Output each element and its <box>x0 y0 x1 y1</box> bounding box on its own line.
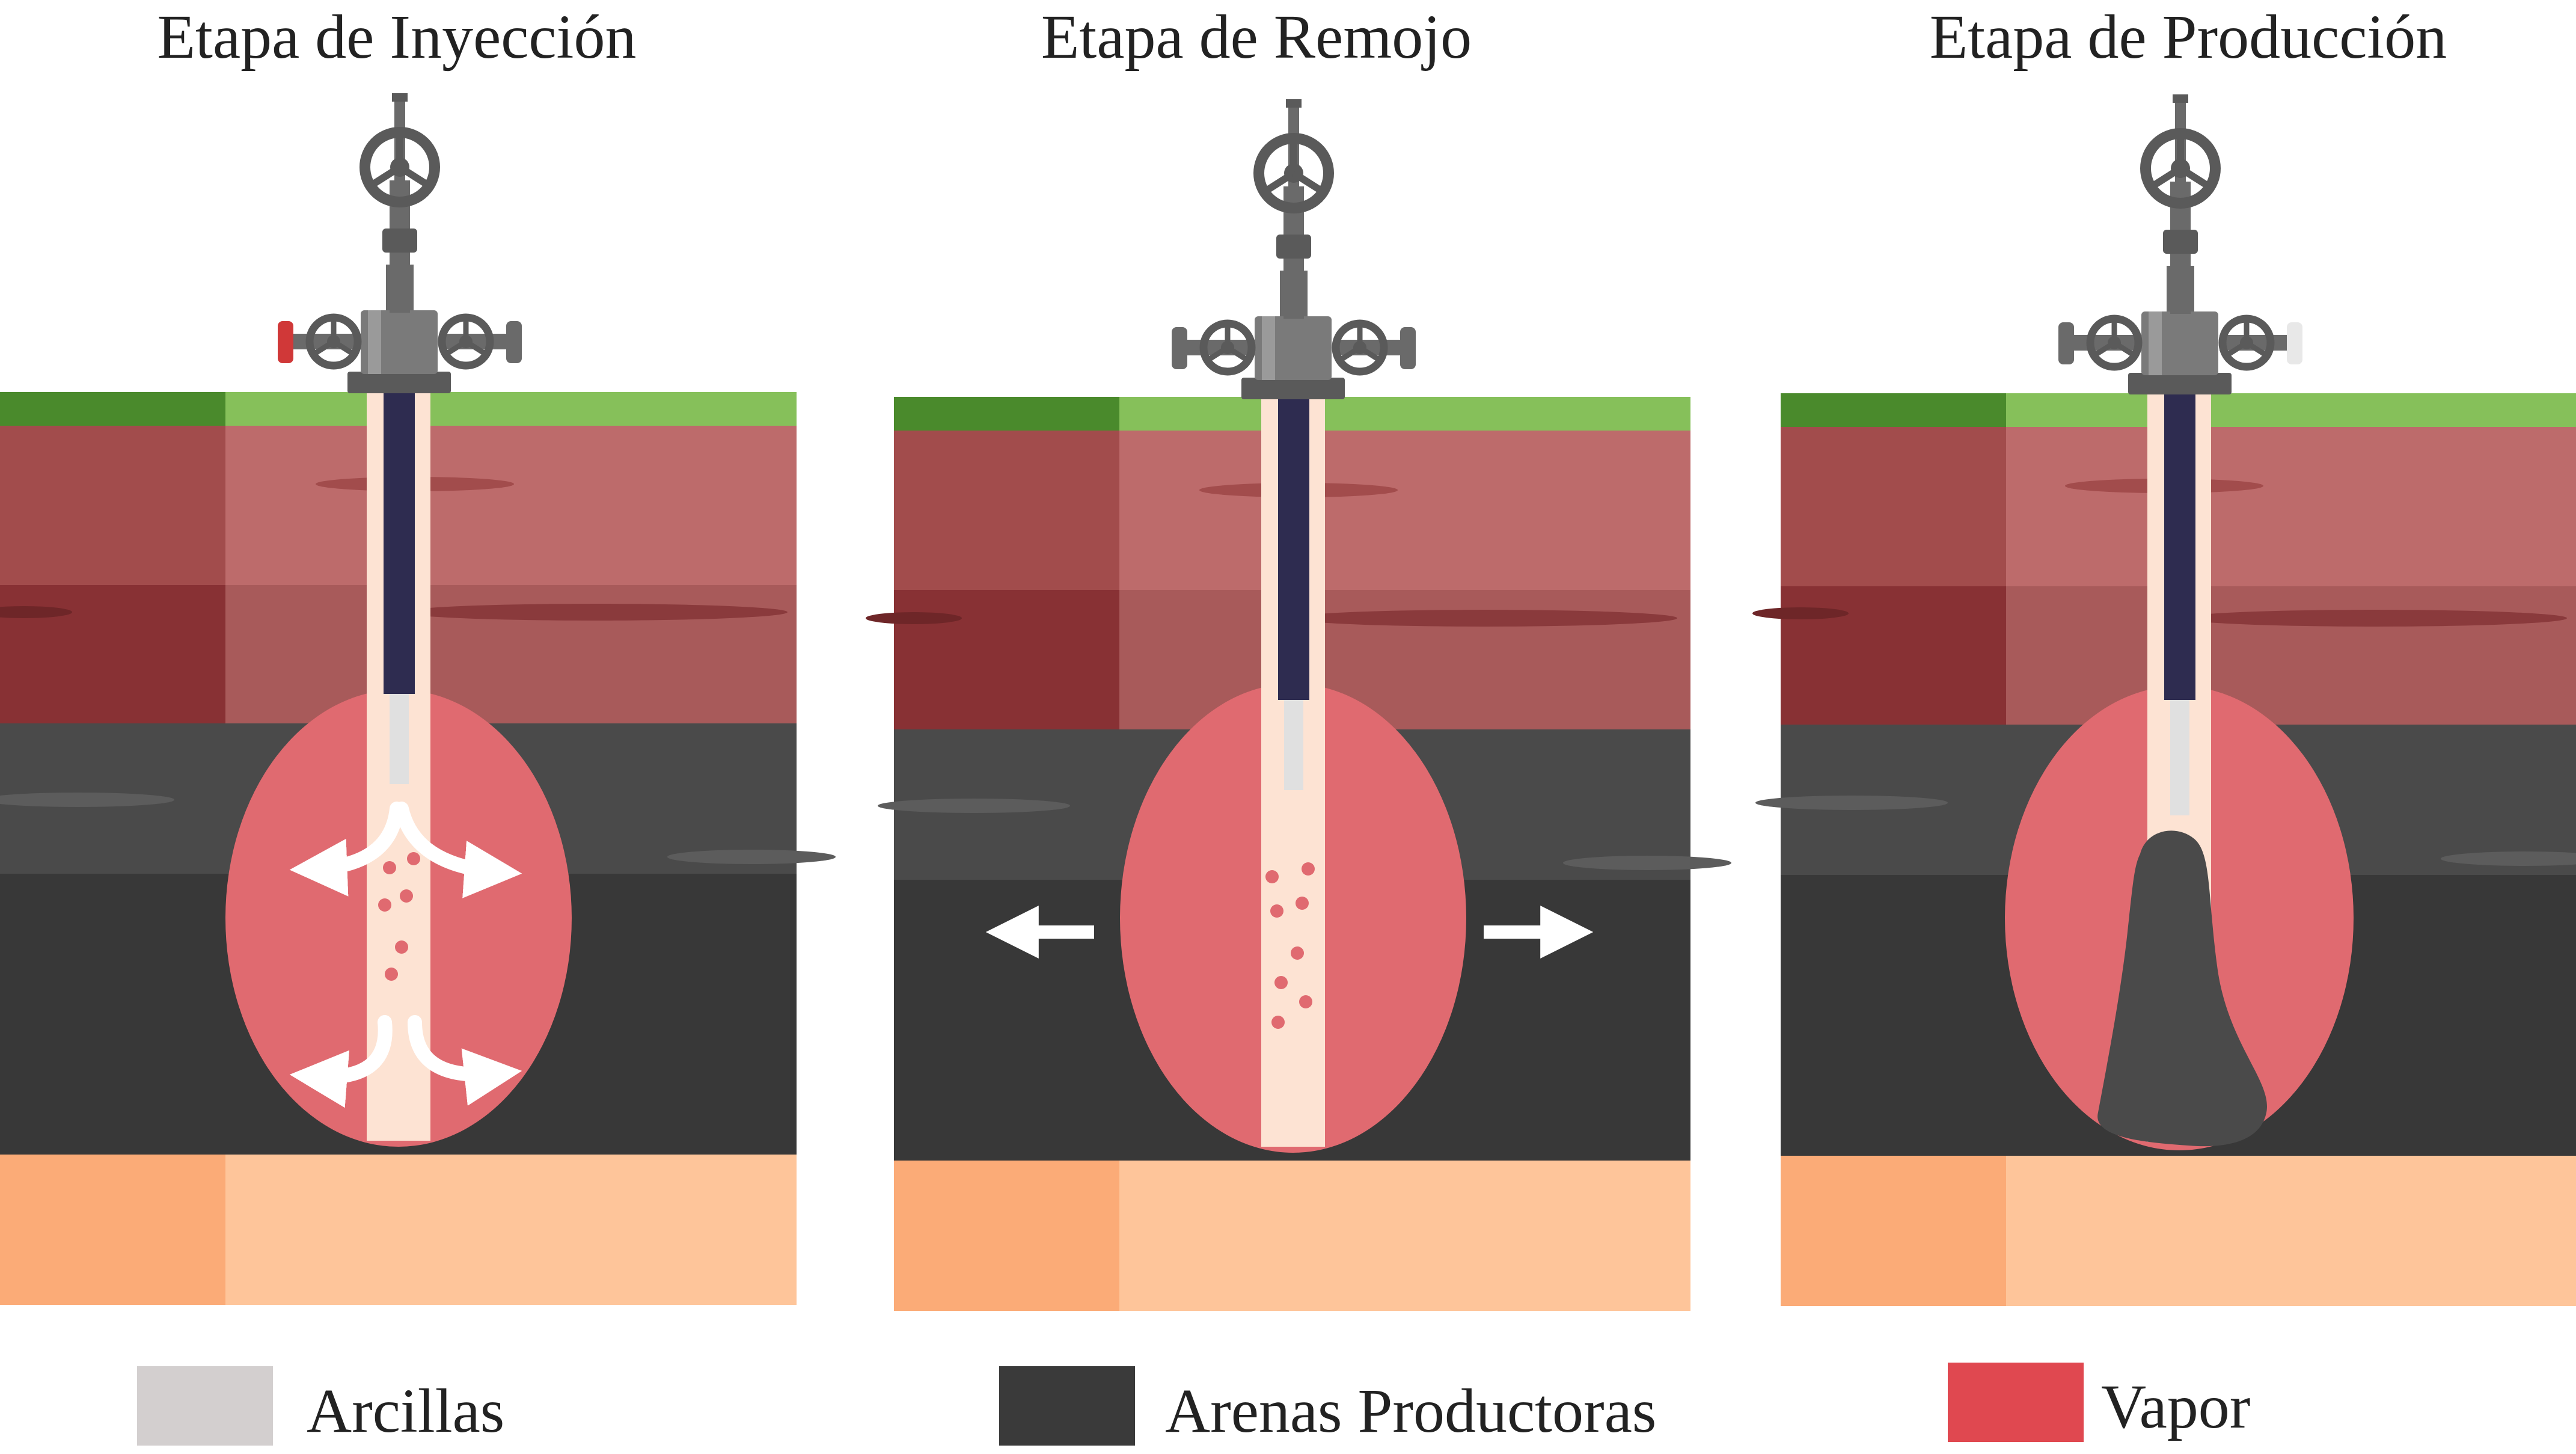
grass-dark-block <box>0 392 225 426</box>
white-valve-handle <box>2287 322 2302 364</box>
legend-label-clay: Arcillas <box>307 1376 505 1446</box>
wellhead-injection <box>278 93 522 393</box>
wellhead-production <box>2058 94 2302 394</box>
title-injection-stage: Etapa de Inyección <box>157 2 637 72</box>
title-production-stage: Etapa de Producción <box>1929 2 2447 72</box>
wellhead-soak <box>1172 99 1416 399</box>
legend-label-steam: Vapor <box>2101 1372 2251 1441</box>
panel-injection <box>0 93 836 1305</box>
title-soak-stage: Etapa de Remojo <box>1041 2 1472 72</box>
steam-droplets <box>1265 862 1315 1029</box>
produced-oil-mass <box>2097 830 2267 1147</box>
red-valve-handle <box>278 321 293 363</box>
panel-soak <box>866 99 1731 1311</box>
legend-label-sand: Arenas Productoras <box>1165 1376 1657 1446</box>
steam-flow-arrows <box>289 802 522 1108</box>
legend-swatch-clay <box>137 1366 273 1446</box>
legend-swatch-steam <box>1948 1363 2084 1442</box>
panel-production <box>1752 94 2576 1306</box>
legend-swatch-sand <box>999 1366 1135 1446</box>
steam-droplets <box>378 852 420 981</box>
tubing <box>384 392 415 694</box>
